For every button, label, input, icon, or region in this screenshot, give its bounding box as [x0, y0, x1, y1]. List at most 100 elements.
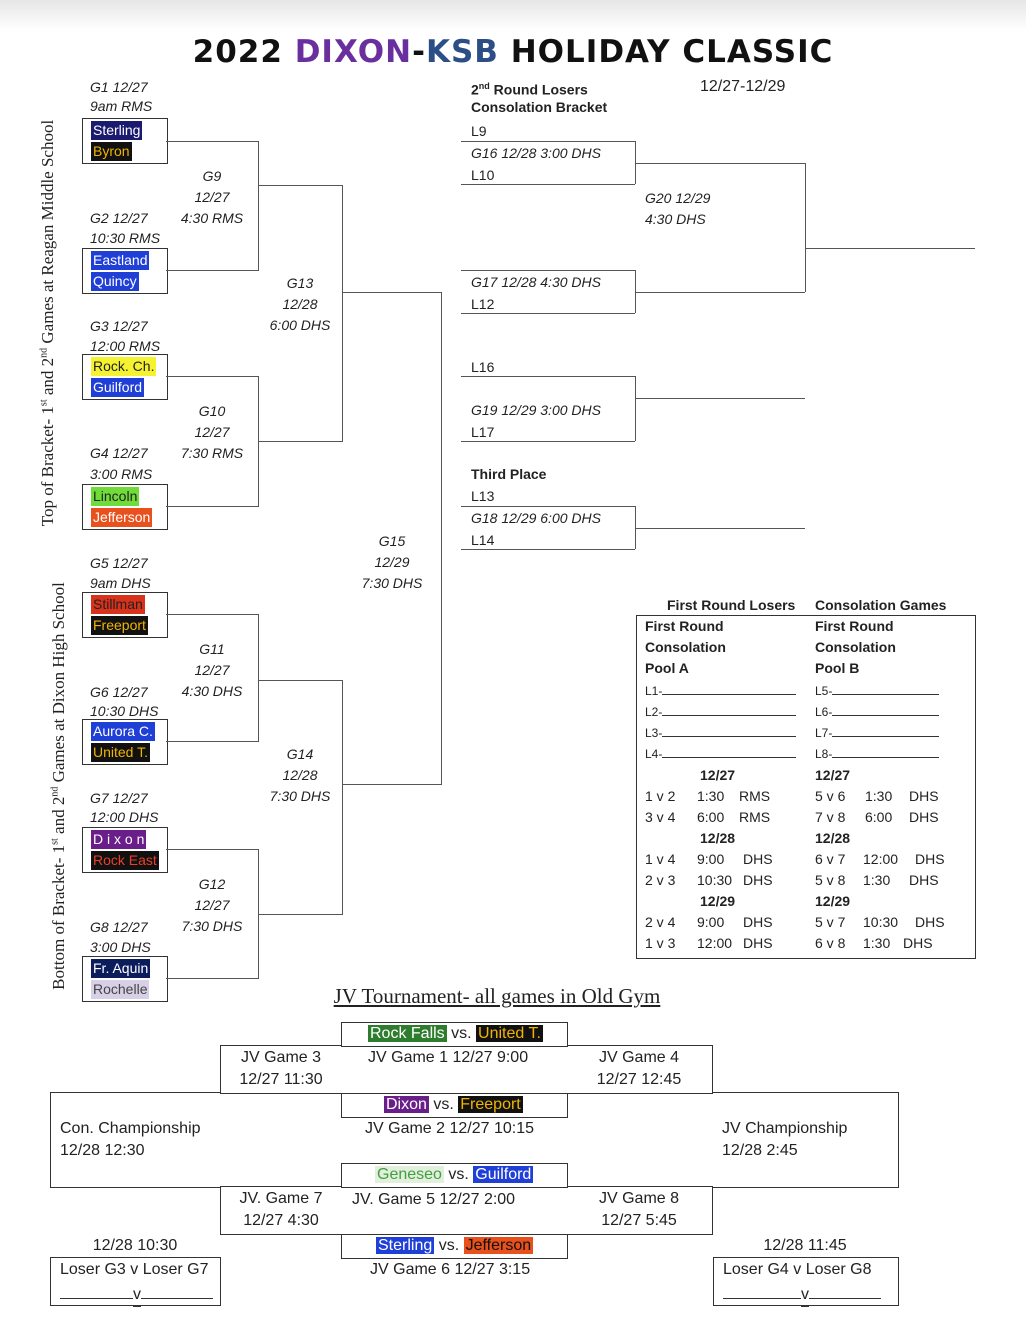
side-label-bottom: Bottom of Bracket- 1st and 2nd Games at … [49, 582, 68, 990]
g3-label: G3 12/27 [90, 318, 148, 334]
third-place-title: Third Place [471, 466, 547, 482]
matchup-g7: D i x o n Rock East [82, 827, 168, 873]
bracket-line [258, 185, 342, 186]
matchup-g4: Lincoln Jefferson [82, 484, 168, 530]
team-13: Rock East [91, 851, 159, 870]
bracket-line [166, 376, 258, 377]
l16: L16 [471, 359, 495, 375]
page-title: 2022 DIXON-KSB HOLIDAY CLASSIC [0, 34, 1026, 70]
bracket-line [258, 614, 259, 742]
bracket-line [166, 849, 258, 850]
team-10: Aurora C. [91, 722, 155, 741]
bracket-line [461, 141, 635, 142]
g19-label: G19 12/29 3:00 DHS [471, 402, 601, 418]
bracket-line [635, 376, 636, 441]
title-year: 2022 [192, 34, 283, 70]
bracket-line [635, 292, 805, 293]
jv-match-4: Sterling vs. Jefferson [341, 1234, 568, 1259]
team-9: Freeport [91, 616, 148, 635]
bracket-line [166, 741, 258, 742]
g8-label: G8 12/27 [90, 919, 148, 935]
consolation-title: 2nd Round Losers [471, 81, 588, 98]
team-0: Sterling [91, 121, 143, 140]
matchup-g6: Aurora C. United T. [82, 719, 168, 765]
bracket-line [166, 978, 258, 979]
matchup-g5: Stillman Freeport [82, 592, 168, 638]
g5-time: 9am DHS [90, 575, 151, 591]
bracket-line [461, 549, 635, 550]
jv-right-blank: v [723, 1282, 881, 1307]
bracket-line [166, 270, 258, 271]
bracket-line [166, 614, 258, 615]
bracket-line [342, 680, 343, 915]
team-4: Rock. Ch. [91, 357, 157, 376]
team-15: Rochelle [91, 980, 150, 999]
g4-time: 3:00 RMS [90, 466, 153, 482]
l13: L13 [471, 488, 495, 504]
l14: L14 [471, 532, 495, 548]
bracket-line [461, 506, 635, 507]
bracket-line [635, 398, 805, 399]
jv-game-6-label: JV Game 6 12/27 3:15 [370, 1261, 531, 1278]
jv-left-consolation-box: Loser G3 v Loser G7 v [50, 1257, 221, 1307]
top-shadow [0, 0, 1026, 30]
jv-match-3: Geneseo vs. Guilford [341, 1163, 568, 1188]
jv-game-2-label: JV Game 2 12/27 10:15 [365, 1120, 534, 1137]
consolation-subtitle: Consolation Bracket [471, 99, 608, 115]
bracket-line [258, 680, 342, 681]
g1-time: 9am RMS [90, 98, 153, 114]
bracket-line [441, 292, 442, 785]
jv-match-2: Dixon vs. Freeport [341, 1093, 568, 1118]
title-dash: - [412, 34, 426, 70]
team-2: Eastland [91, 251, 150, 270]
g17-label: G17 12/28 4:30 DHS [471, 274, 601, 290]
matchup-g3: Rock. Ch. Guilford [82, 354, 168, 400]
l12: L12 [471, 296, 495, 312]
bracket-line [635, 163, 805, 164]
g6-time: 10:30 DHS [90, 703, 159, 719]
g6-label: G6 12/27 [90, 684, 148, 700]
g8-time: 3:00 DHS [90, 939, 151, 955]
matchup-g1: Sterling Byron [82, 118, 168, 164]
team-3: Quincy [91, 272, 139, 291]
bracket-line [258, 441, 342, 442]
bracket-line [635, 141, 636, 184]
bracket-line [461, 441, 635, 442]
bracket-line [258, 141, 259, 271]
g7-time: 12:00 DHS [90, 809, 159, 825]
team-14: Fr. Aquin [91, 959, 151, 978]
g4-label: G4 12/27 [90, 445, 148, 461]
title-dixon: DIXON [294, 34, 413, 70]
team-8: Stillman [91, 595, 145, 614]
pool-b-slots: L5- L6- L7- L8- [815, 681, 940, 765]
g3-time: 12:00 RMS [90, 338, 161, 354]
pools-box [636, 615, 976, 959]
jv-right-match: Loser G4 v Loser G8 [723, 1261, 872, 1278]
bracket-line [805, 248, 975, 249]
team-1: Byron [91, 142, 132, 161]
g7-label: G7 12/27 [90, 790, 148, 806]
bracket-line [342, 292, 441, 293]
bracket-line [342, 185, 343, 442]
team-11: United T. [91, 743, 150, 762]
jv-game-1-label: JV Game 1 12/27 9:00 [368, 1049, 529, 1066]
matchup-g8: Fr. Aquin Rochelle [82, 956, 168, 1002]
bracket-line [635, 528, 805, 529]
matchup-g2: Eastland Quincy [82, 248, 168, 294]
